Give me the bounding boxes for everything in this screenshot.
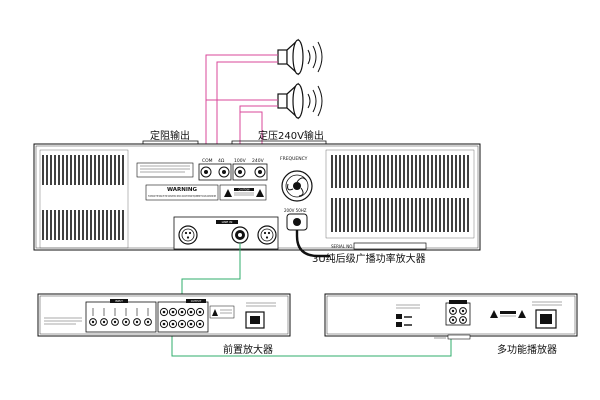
player-rca-jack-4[interactable]: [459, 316, 467, 324]
terminal-100v-label: 100V: [234, 158, 247, 164]
serial-plate: SERIAL NO.: [331, 242, 427, 250]
warning-plate: WARNING TO REDUCE THE RISK OF FIRE OR EL…: [145, 184, 219, 201]
terminal-post-4[interactable]: [254, 166, 266, 178]
rca-jack-8[interactable]: [186, 319, 196, 329]
caution-plate: CAUTION: [219, 184, 267, 201]
caution-text: CAUTION: [239, 189, 250, 192]
power-amplifier-label: 3U纯后级广播功率放大器: [312, 252, 426, 265]
input-jack-5[interactable]: [133, 318, 141, 326]
rca-jack-1[interactable]: [159, 307, 169, 317]
terminal-4ohm-label: 4Ω: [218, 158, 225, 164]
power-rating-label: 200V 50HZ: [284, 208, 307, 213]
line-in-label: LINE IN: [222, 220, 233, 224]
player-notice-plate: [396, 304, 420, 327]
rca-jack-5[interactable]: [159, 319, 169, 329]
rca-jack-9[interactable]: [195, 307, 205, 317]
label-brackets: [142, 140, 327, 144]
preamp-ac-label: [246, 302, 276, 307]
player-rca-jack-3[interactable]: [449, 316, 457, 324]
fan-icon: [281, 170, 313, 202]
constant-voltage-label: 定压240V输出: [258, 129, 324, 142]
player-label: 多功能播放器: [497, 343, 557, 356]
preamp-input-bank: INPUT: [85, 299, 157, 333]
preamp-power-socket-icon[interactable]: [245, 311, 265, 329]
output-block-label: OUTPUT: [191, 299, 202, 303]
frequency-label: FREQUENCY: [280, 156, 308, 162]
xlr-jack-right[interactable]: [257, 225, 277, 245]
notice-plate: [136, 162, 194, 178]
constant-impedance-label: 定阻输出: [150, 129, 190, 142]
player-rca-jack-2[interactable]: [459, 307, 467, 315]
phone-jack[interactable]: [231, 226, 249, 244]
input-bank-label: INPUT: [115, 299, 123, 303]
heatsink-right: [325, 149, 475, 239]
player-serial-plate: [434, 334, 471, 340]
player-power-socket-icon[interactable]: [535, 309, 557, 329]
xlr-jack-left[interactable]: [178, 225, 198, 245]
warning-title: WARNING: [167, 187, 198, 193]
terminal-com-label: COM: [202, 158, 213, 164]
input-jack-4[interactable]: [122, 318, 130, 326]
input-jack-divider-ticks: [92, 308, 149, 316]
player-rca-jack-1[interactable]: [449, 307, 457, 315]
heatsink-left: [39, 149, 129, 249]
player-ac-label: [532, 301, 562, 306]
terminal-post-2[interactable]: [218, 166, 230, 178]
input-jack-6[interactable]: [144, 318, 152, 326]
rca-jack-2[interactable]: [168, 307, 178, 317]
terminal-post-3[interactable]: [234, 166, 246, 178]
power-cord-icon: [286, 213, 330, 258]
input-jack-2[interactable]: [100, 318, 108, 326]
speaker-bottom-icon: [277, 82, 323, 120]
terminal-post-1[interactable]: [200, 166, 212, 178]
rca-jack-10[interactable]: [195, 319, 205, 329]
speaker-top-icon: [277, 38, 323, 76]
player-caution-plate: [490, 310, 526, 318]
preamp-label-plate: [44, 317, 82, 325]
rca-jack-6[interactable]: [168, 319, 178, 329]
preamp-caution-plate: [209, 305, 235, 319]
preamplifier-label: 前置放大器: [223, 343, 273, 356]
input-jack-1[interactable]: [89, 318, 97, 326]
serial-label: SERIAL NO.: [331, 244, 354, 249]
terminal-240v-label: 240V: [252, 158, 265, 164]
rca-jack-4[interactable]: [186, 307, 196, 317]
rca-jack-3[interactable]: [177, 307, 187, 317]
rca-jack-7[interactable]: [177, 319, 187, 329]
input-jack-3[interactable]: [111, 318, 119, 326]
warning-text: TO REDUCE THE RISK OF FIRE OR ELECTRIC S…: [148, 194, 216, 198]
